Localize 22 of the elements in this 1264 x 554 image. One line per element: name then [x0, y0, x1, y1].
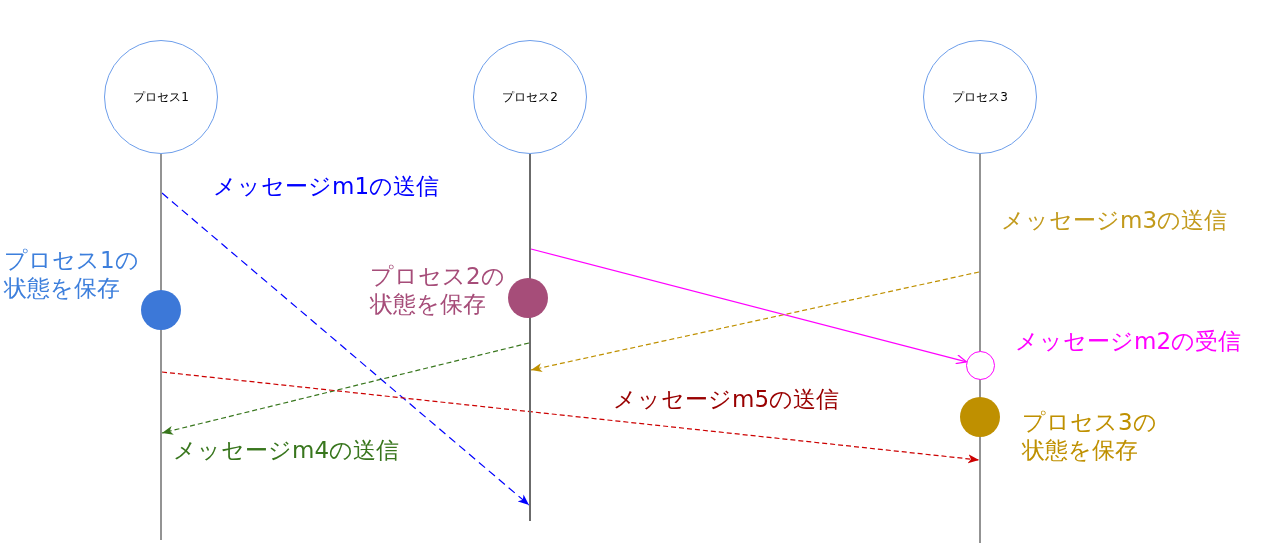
- process-label: プロセス2: [502, 89, 558, 105]
- edge-label: メッセージm4の送信: [173, 436, 400, 464]
- checkpoint-dot: [960, 397, 1000, 437]
- checkpoint-label: プロセス1の状態を保存: [4, 246, 140, 302]
- edge-label: メッセージm1の送信: [213, 172, 440, 200]
- checkpoint-dot: [141, 290, 181, 330]
- receive-event-circle: [966, 351, 995, 380]
- message-arrow: [161, 192, 530, 506]
- edge-label: メッセージm3の送信: [1001, 206, 1228, 234]
- lifeline: [160, 154, 162, 540]
- edge-label: メッセージm5の送信: [613, 385, 840, 413]
- message-arrow: [161, 342, 530, 435]
- checkpoint-label: プロセス3の状態を保存: [1022, 408, 1158, 464]
- message-arrow: [530, 248, 968, 365]
- event-label: メッセージm2の受信: [1015, 327, 1242, 355]
- message-arrow: [530, 271, 980, 373]
- process-label: プロセス1: [133, 89, 189, 105]
- message-arrow: [161, 371, 980, 464]
- checkpoint-label: プロセス2の状態を保存: [370, 262, 506, 318]
- process-label: プロセス3: [952, 89, 1008, 105]
- checkpoint-dot: [508, 278, 548, 318]
- lifeline: [529, 154, 531, 521]
